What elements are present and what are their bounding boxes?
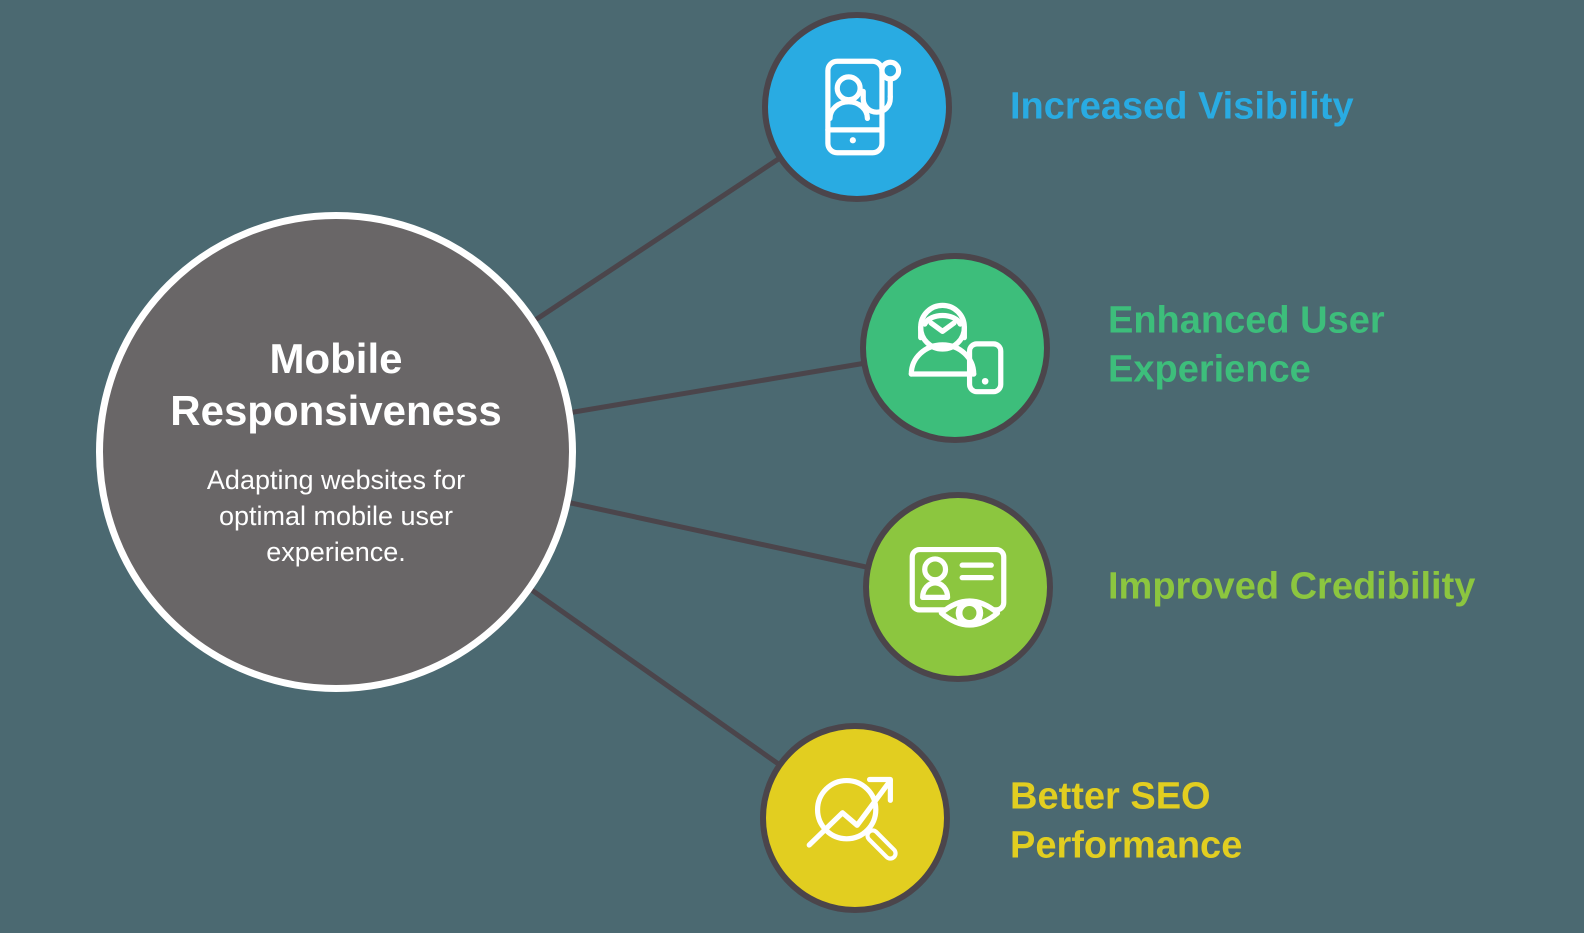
phone-user-hook-icon xyxy=(825,58,902,156)
node-label-improved-credibility: Improved Credibility xyxy=(1108,565,1476,608)
node-enhanced-user-experience xyxy=(860,253,1050,443)
id-card-eye-icon xyxy=(909,546,1007,628)
node-label-better-seo-performance: Better SEO Performance xyxy=(1010,775,1243,867)
node-increased-visibility xyxy=(762,12,952,202)
center-node: Mobile Responsiveness Adapting websites … xyxy=(96,212,576,692)
node-label-enhanced-user-experience: Enhanced User Experience xyxy=(1108,299,1385,391)
node-label-increased-visibility: Increased Visibility xyxy=(1010,85,1354,128)
person-with-tablet-icon xyxy=(908,302,1004,395)
magnifier-trend-arrow-icon xyxy=(806,776,898,861)
node-better-seo-performance xyxy=(760,723,950,913)
node-improved-credibility xyxy=(863,492,1053,682)
center-title: Mobile Responsiveness xyxy=(170,335,502,435)
center-description: Adapting websites for optimal mobile use… xyxy=(206,464,466,567)
